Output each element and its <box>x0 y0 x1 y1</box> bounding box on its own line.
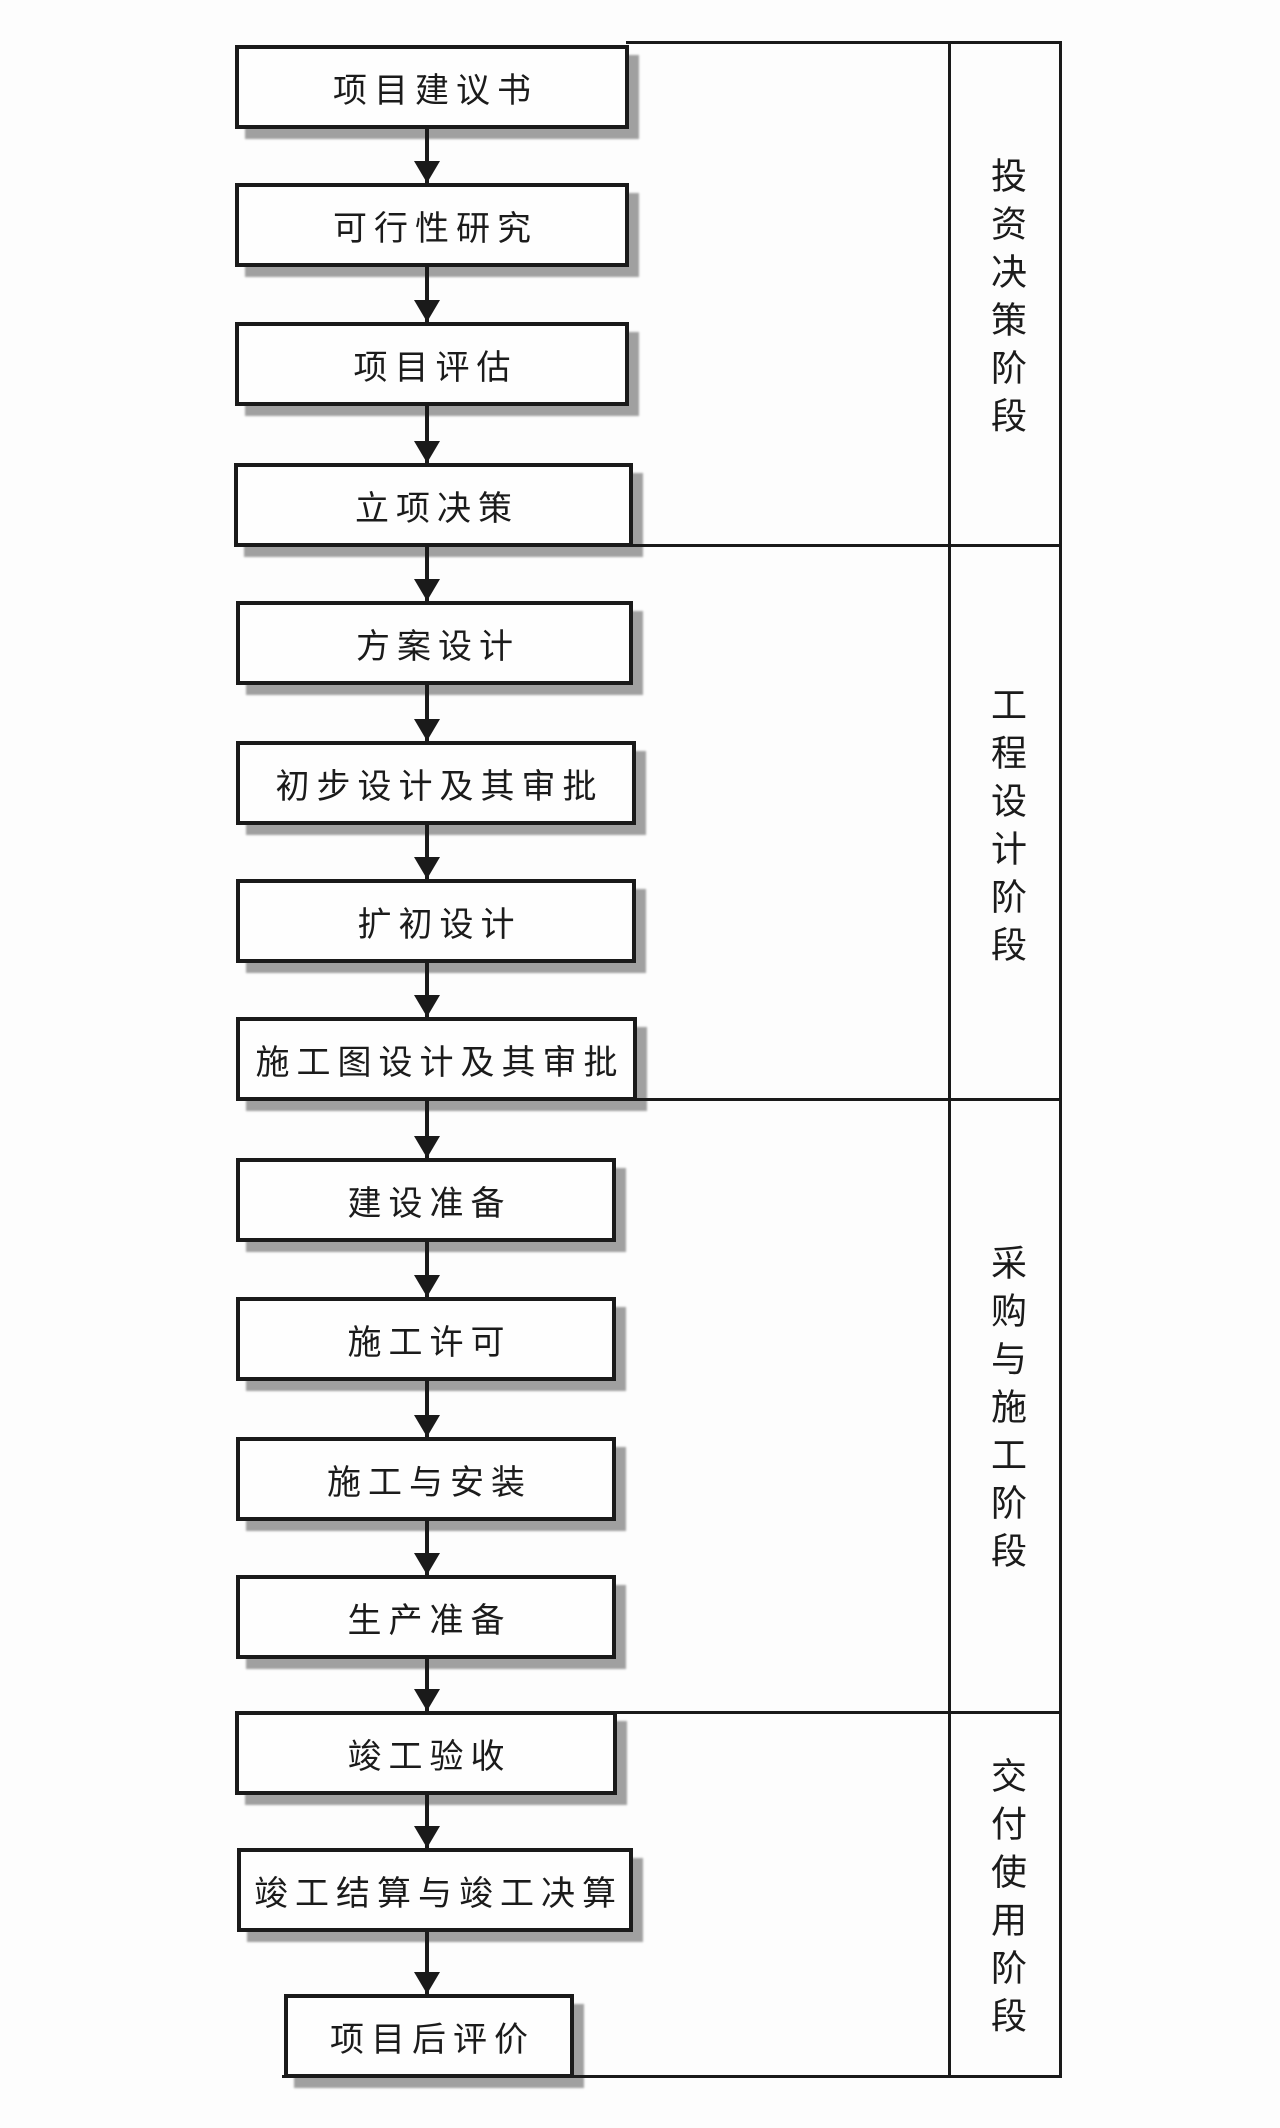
arrow-shaft <box>425 1932 429 1994</box>
phase-label: 交付使用阶段 <box>985 1756 1026 2045</box>
arrow-head-icon <box>414 300 440 322</box>
arrow-shaft <box>425 547 429 601</box>
flow-step-construction-preparation: 建设准备 <box>236 1158 616 1242</box>
flow-step-label: 施工许可 <box>347 1322 512 1363</box>
arrow-head-icon <box>414 441 440 463</box>
phase-procurement-construction: 采购与施工阶段 <box>951 1101 1059 1711</box>
arrow-head-icon <box>414 1136 440 1158</box>
arrow-shaft <box>425 129 429 183</box>
arrow-shaft <box>425 1381 429 1437</box>
flow-arrow <box>413 1101 441 1158</box>
flow-step-construction-permit: 施工许可 <box>236 1297 616 1381</box>
phase-engineering-design: 工程设计阶段 <box>951 547 1059 1101</box>
flow-arrow <box>413 825 441 879</box>
flow-step-project-proposal: 项目建议书 <box>235 45 629 129</box>
flow-arrow <box>413 1932 441 1994</box>
flow-step-scheme-design: 方案设计 <box>236 601 633 685</box>
phase-divider-line-1 <box>629 544 1062 547</box>
flow-arrow <box>413 1521 441 1575</box>
arrow-shaft <box>425 406 429 463</box>
arrow-shaft <box>425 825 429 879</box>
flow-step-label: 施工与安装 <box>327 1462 532 1503</box>
arrow-shaft <box>425 1521 429 1575</box>
flow-step-preliminary-design: 初步设计及其审批 <box>236 741 636 825</box>
phase-column-bottom-border <box>282 2075 1062 2078</box>
arrow-shaft <box>425 1242 429 1297</box>
arrow-shaft <box>425 1795 429 1848</box>
flow-step-production-preparation: 生产准备 <box>236 1575 616 1659</box>
phase-column-top-border <box>626 41 1062 44</box>
flow-step-feasibility-study: 可行性研究 <box>235 183 629 267</box>
flow-arrow <box>413 1381 441 1437</box>
flow-step-project-evaluation: 项目评估 <box>235 322 629 406</box>
flow-step-label: 立项决策 <box>355 488 519 529</box>
phase-delivery-use: 交付使用阶段 <box>951 1711 1059 2078</box>
arrow-shaft <box>425 267 429 322</box>
phase-column-left-border <box>948 41 951 2078</box>
flow-step-label: 竣工验收 <box>347 1736 512 1777</box>
arrow-head-icon <box>414 1972 440 1994</box>
arrow-shaft <box>425 963 429 1017</box>
flow-arrow <box>413 406 441 463</box>
phase-label: 投资决策阶段 <box>985 157 1026 445</box>
phase-divider-line-3 <box>613 1711 1062 1714</box>
flow-step-label: 项目建议书 <box>333 70 538 111</box>
flow-step-label: 可行性研究 <box>333 208 538 249</box>
flow-step-label: 项目后评价 <box>330 2019 535 2060</box>
flow-arrow <box>413 963 441 1017</box>
flow-step-label: 生产准备 <box>347 1600 512 1641</box>
arrow-head-icon <box>414 1275 440 1297</box>
arrow-head-icon <box>414 1826 440 1848</box>
flow-step-completion-acceptance: 竣工验收 <box>235 1711 617 1795</box>
flow-arrow <box>413 685 441 741</box>
arrow-head-icon <box>414 1689 440 1711</box>
flow-step-label: 项目评估 <box>353 347 518 388</box>
flow-step-post-project-evaluation: 项目后评价 <box>284 1994 574 2078</box>
flow-step-label: 方案设计 <box>356 626 520 667</box>
flow-step-label: 初步设计及其审批 <box>275 766 604 807</box>
flow-step-label: 竣工结算与竣工决算 <box>254 1873 623 1914</box>
arrow-head-icon <box>414 579 440 601</box>
arrow-head-icon <box>414 1415 440 1437</box>
flow-step-label: 扩初设计 <box>357 904 522 945</box>
phase-divider-line-2 <box>633 1098 1062 1101</box>
flow-arrow <box>413 547 441 601</box>
arrow-shaft <box>425 1101 429 1158</box>
flow-step-completion-settlement: 竣工结算与竣工决算 <box>237 1848 633 1932</box>
flow-step-construction-and-installation: 施工与安装 <box>236 1437 616 1521</box>
phase-label: 工程设计阶段 <box>985 686 1026 974</box>
flow-arrow <box>413 1659 441 1711</box>
arrow-shaft <box>425 1659 429 1711</box>
flow-arrow <box>413 129 441 183</box>
flow-step-construction-drawing-design: 施工图设计及其审批 <box>236 1017 637 1101</box>
phase-investment-decision: 投资决策阶段 <box>951 43 1059 547</box>
flow-step-label: 建设准备 <box>347 1183 512 1224</box>
phase-label: 采购与施工阶段 <box>985 1244 1026 1580</box>
flow-step-approval-decision: 立项决策 <box>234 463 633 547</box>
arrow-head-icon <box>414 857 440 879</box>
arrow-head-icon <box>414 161 440 183</box>
flow-arrow <box>413 267 441 322</box>
arrow-head-icon <box>414 995 440 1017</box>
arrow-head-icon <box>414 719 440 741</box>
flow-arrow <box>413 1795 441 1848</box>
flow-step-extended-preliminary-design: 扩初设计 <box>236 879 636 963</box>
flow-step-label: 施工图设计及其审批 <box>255 1042 625 1083</box>
flow-arrow <box>413 1242 441 1297</box>
arrow-head-icon <box>414 1553 440 1575</box>
phase-column-right-border <box>1059 41 1062 2078</box>
arrow-shaft <box>425 685 429 741</box>
